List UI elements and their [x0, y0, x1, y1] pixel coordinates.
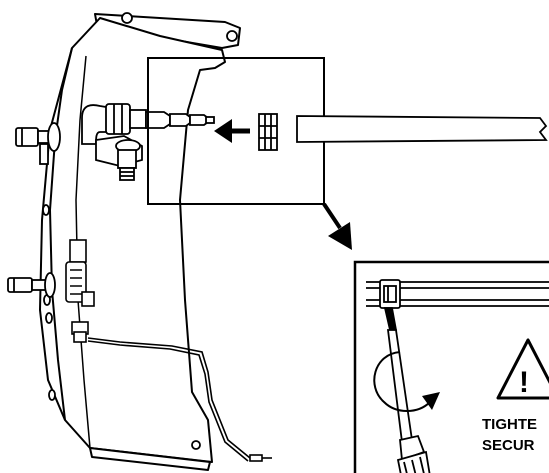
barbed-adapter	[145, 111, 215, 129]
valve	[95, 135, 143, 181]
hole	[191, 440, 201, 450]
hole	[45, 312, 53, 324]
warning-symbol: !	[519, 366, 529, 399]
hole	[226, 30, 238, 42]
warning-triangle-icon: !	[496, 338, 549, 400]
hose-clamp	[379, 279, 401, 309]
internal-components	[65, 239, 95, 343]
tubing	[296, 115, 548, 143]
bracket-holes	[42, 12, 238, 450]
hole	[121, 12, 133, 24]
warning-caption-line2: SECUR	[482, 437, 535, 454]
callout-arrow-icon	[322, 202, 352, 250]
screwdriver	[383, 307, 431, 473]
rotate-clockwise-icon	[373, 351, 440, 412]
arrow-left-icon	[214, 119, 250, 143]
left-fitting-lower	[7, 272, 56, 298]
hole	[42, 204, 50, 216]
hole	[48, 389, 56, 401]
clip-insert	[258, 113, 278, 151]
warning-caption-line1: TIGHTE	[482, 416, 537, 433]
left-fitting-upper	[15, 122, 61, 165]
sensor-wire	[87, 337, 272, 462]
